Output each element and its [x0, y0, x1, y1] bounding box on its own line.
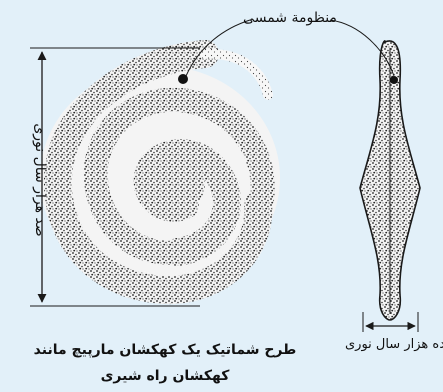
edge-on-galaxy: [360, 41, 420, 320]
diameter-label: صد هزار سال نوری: [32, 123, 48, 236]
solar-system-marker-edge: [390, 76, 398, 84]
galaxy-bulge: [145, 159, 205, 211]
solar-system-label: منظومة شمسی: [243, 10, 337, 26]
spiral-galaxy: [40, 54, 280, 290]
thickness-label: ده هزار سال نوری: [345, 337, 443, 352]
caption-line-2: کهکشان راه شیری: [101, 368, 231, 384]
caption-line-1: طرح شماتیک یک کهکشان مارپیچ مانند: [34, 342, 297, 358]
